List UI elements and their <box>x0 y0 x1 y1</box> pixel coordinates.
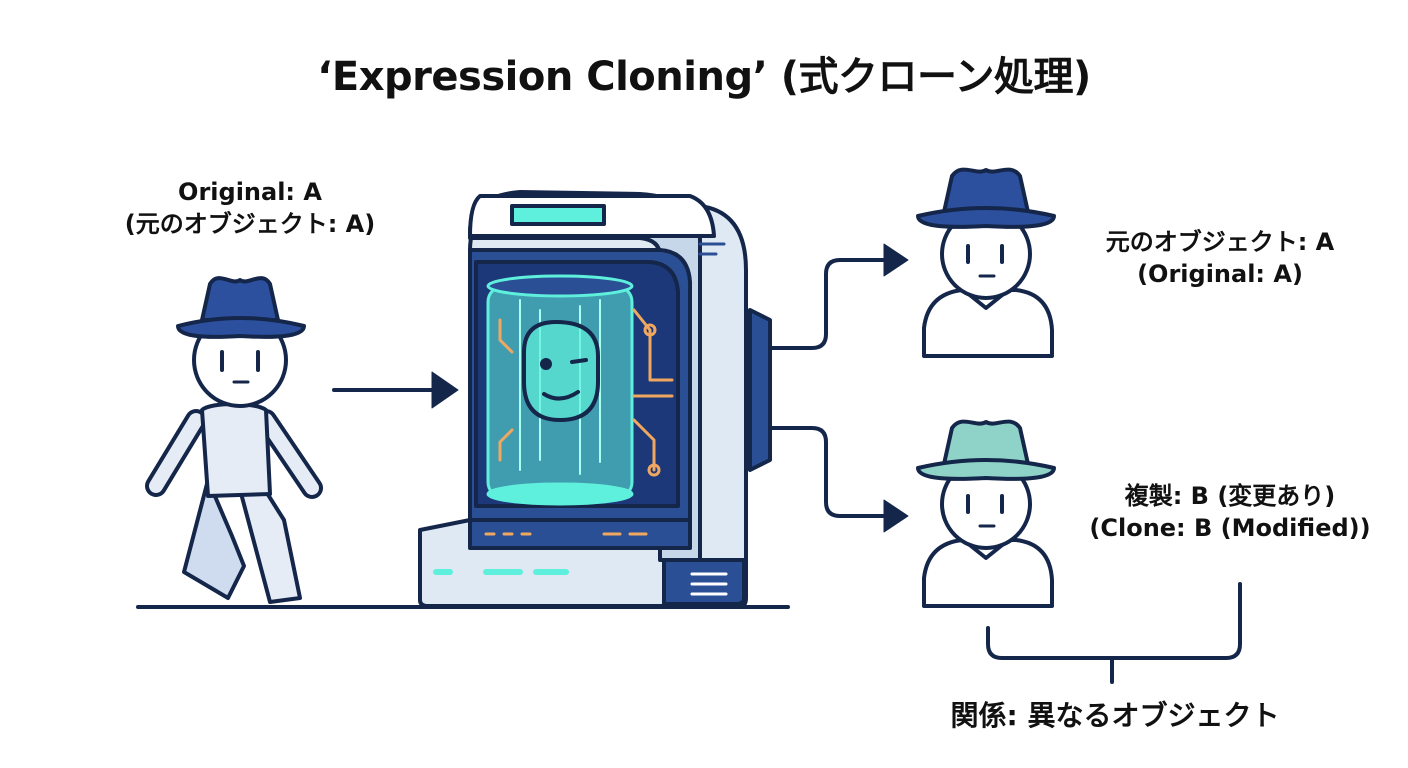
result-a-label-line2: (Original: A) <box>1137 260 1303 288</box>
relation-bracket <box>986 582 1242 684</box>
original-label: Original: A (元のオブジェクト: A) <box>40 176 460 240</box>
output-arrow-to-clone <box>768 426 909 533</box>
original-label-line1: Original: A <box>178 178 322 206</box>
page-title: ‘Expression Cloning’ (式クローン処理) <box>317 54 1091 100</box>
output-arrow-to-original <box>768 243 909 350</box>
winking-face-icon <box>522 320 600 422</box>
result-b-label-line2: (Clone: B (Modified)) <box>1089 514 1371 542</box>
relation-label: 関係: 異なるオブジェクト <box>950 699 1280 732</box>
person-blue-hat-icon <box>916 167 1056 358</box>
result-b-label-line1: 複製: B (変更あり) <box>1124 482 1336 510</box>
result-a-label: 元のオブジェクト: A (Original: A) <box>1050 226 1390 290</box>
input-arrow <box>332 371 459 409</box>
result-a-label-line1: 元のオブジェクト: A <box>1105 228 1335 256</box>
person-teal-hat-icon <box>916 419 1056 608</box>
walking-person-with-hat-icon <box>145 276 323 604</box>
original-label-line2: (元のオブジェクト: A) <box>124 210 376 238</box>
result-b-label: 複製: B (変更あり) (Clone: B (Modified)) <box>1050 480 1408 544</box>
